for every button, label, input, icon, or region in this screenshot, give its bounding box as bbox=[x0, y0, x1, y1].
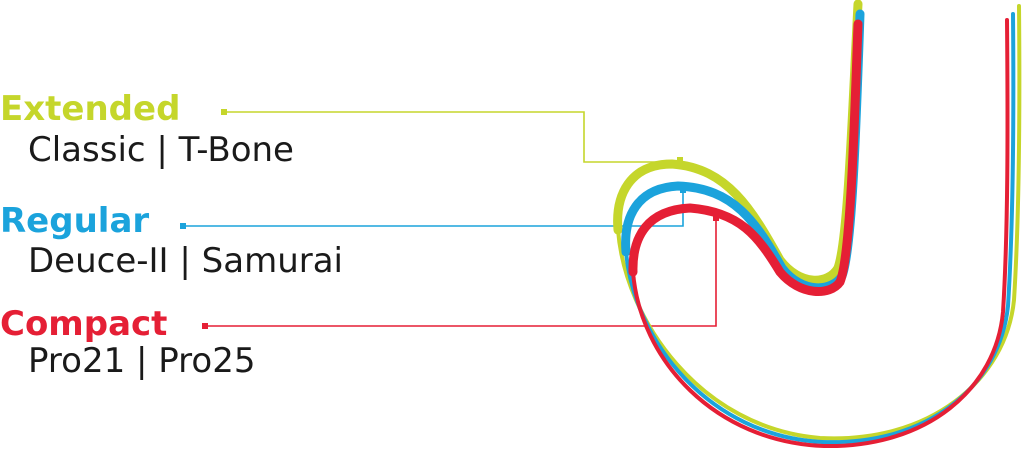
extended-title: Extended bbox=[0, 89, 181, 129]
regular-title: Regular bbox=[0, 201, 150, 241]
leader-line-compact bbox=[205, 218, 717, 327]
regular-models: Deuce-II | Samurai bbox=[28, 241, 343, 281]
hook-outer-bend-compact bbox=[631, 18, 1010, 449]
leader-dot-compact bbox=[202, 323, 208, 329]
compact-title: Compact bbox=[0, 304, 168, 344]
extended-models: Classic | T-Bone bbox=[28, 130, 294, 170]
leader-dot-regular bbox=[180, 223, 186, 229]
leader-dot-extended bbox=[221, 109, 227, 115]
leader-line-regular bbox=[183, 190, 684, 227]
hook-outer-bend-regular bbox=[624, 12, 1016, 445]
hook-inner-curl-extended bbox=[613, 0, 863, 285]
hook-inner-curl-regular bbox=[621, 9, 865, 293]
leader-line-extended bbox=[224, 111, 680, 163]
compact-models: Pro21 | Pro25 bbox=[28, 341, 256, 381]
hook-inner-curl-compact bbox=[628, 19, 863, 296]
